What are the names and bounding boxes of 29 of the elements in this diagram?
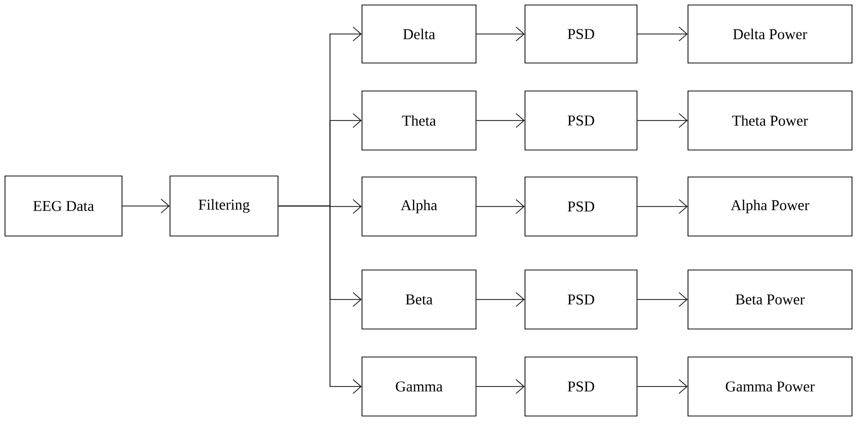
arrow <box>637 26 688 42</box>
arrow <box>637 113 688 128</box>
arrow <box>476 199 525 214</box>
arrow <box>476 379 525 394</box>
process-box: Alpha <box>362 176 476 236</box>
process-box: Delta Power <box>688 4 852 64</box>
arrow <box>476 113 525 128</box>
process-box: Delta <box>362 4 476 64</box>
process-box: Alpha Power <box>688 176 852 236</box>
arrow <box>637 379 688 394</box>
process-box: PSD <box>524 270 638 330</box>
arrow <box>637 199 688 214</box>
arrow <box>476 292 525 307</box>
process-box: Beta <box>362 270 476 330</box>
process-box: PSD <box>524 176 638 236</box>
process-box: Beta Power <box>688 270 852 330</box>
arrow <box>637 292 688 307</box>
process-box: Gamma Power <box>688 356 852 416</box>
process-box: PSD <box>524 356 638 416</box>
process-box: PSD <box>524 4 638 64</box>
process-box: PSD <box>524 90 638 150</box>
process-box: Filtering <box>170 176 278 236</box>
process-box: Theta <box>362 90 476 150</box>
arrow <box>278 206 362 394</box>
process-box: Theta Power <box>688 90 852 150</box>
process-box: Gamma <box>362 356 476 416</box>
arrow <box>476 26 525 42</box>
input-box: EEG Data <box>4 176 122 236</box>
arrow <box>122 198 170 214</box>
